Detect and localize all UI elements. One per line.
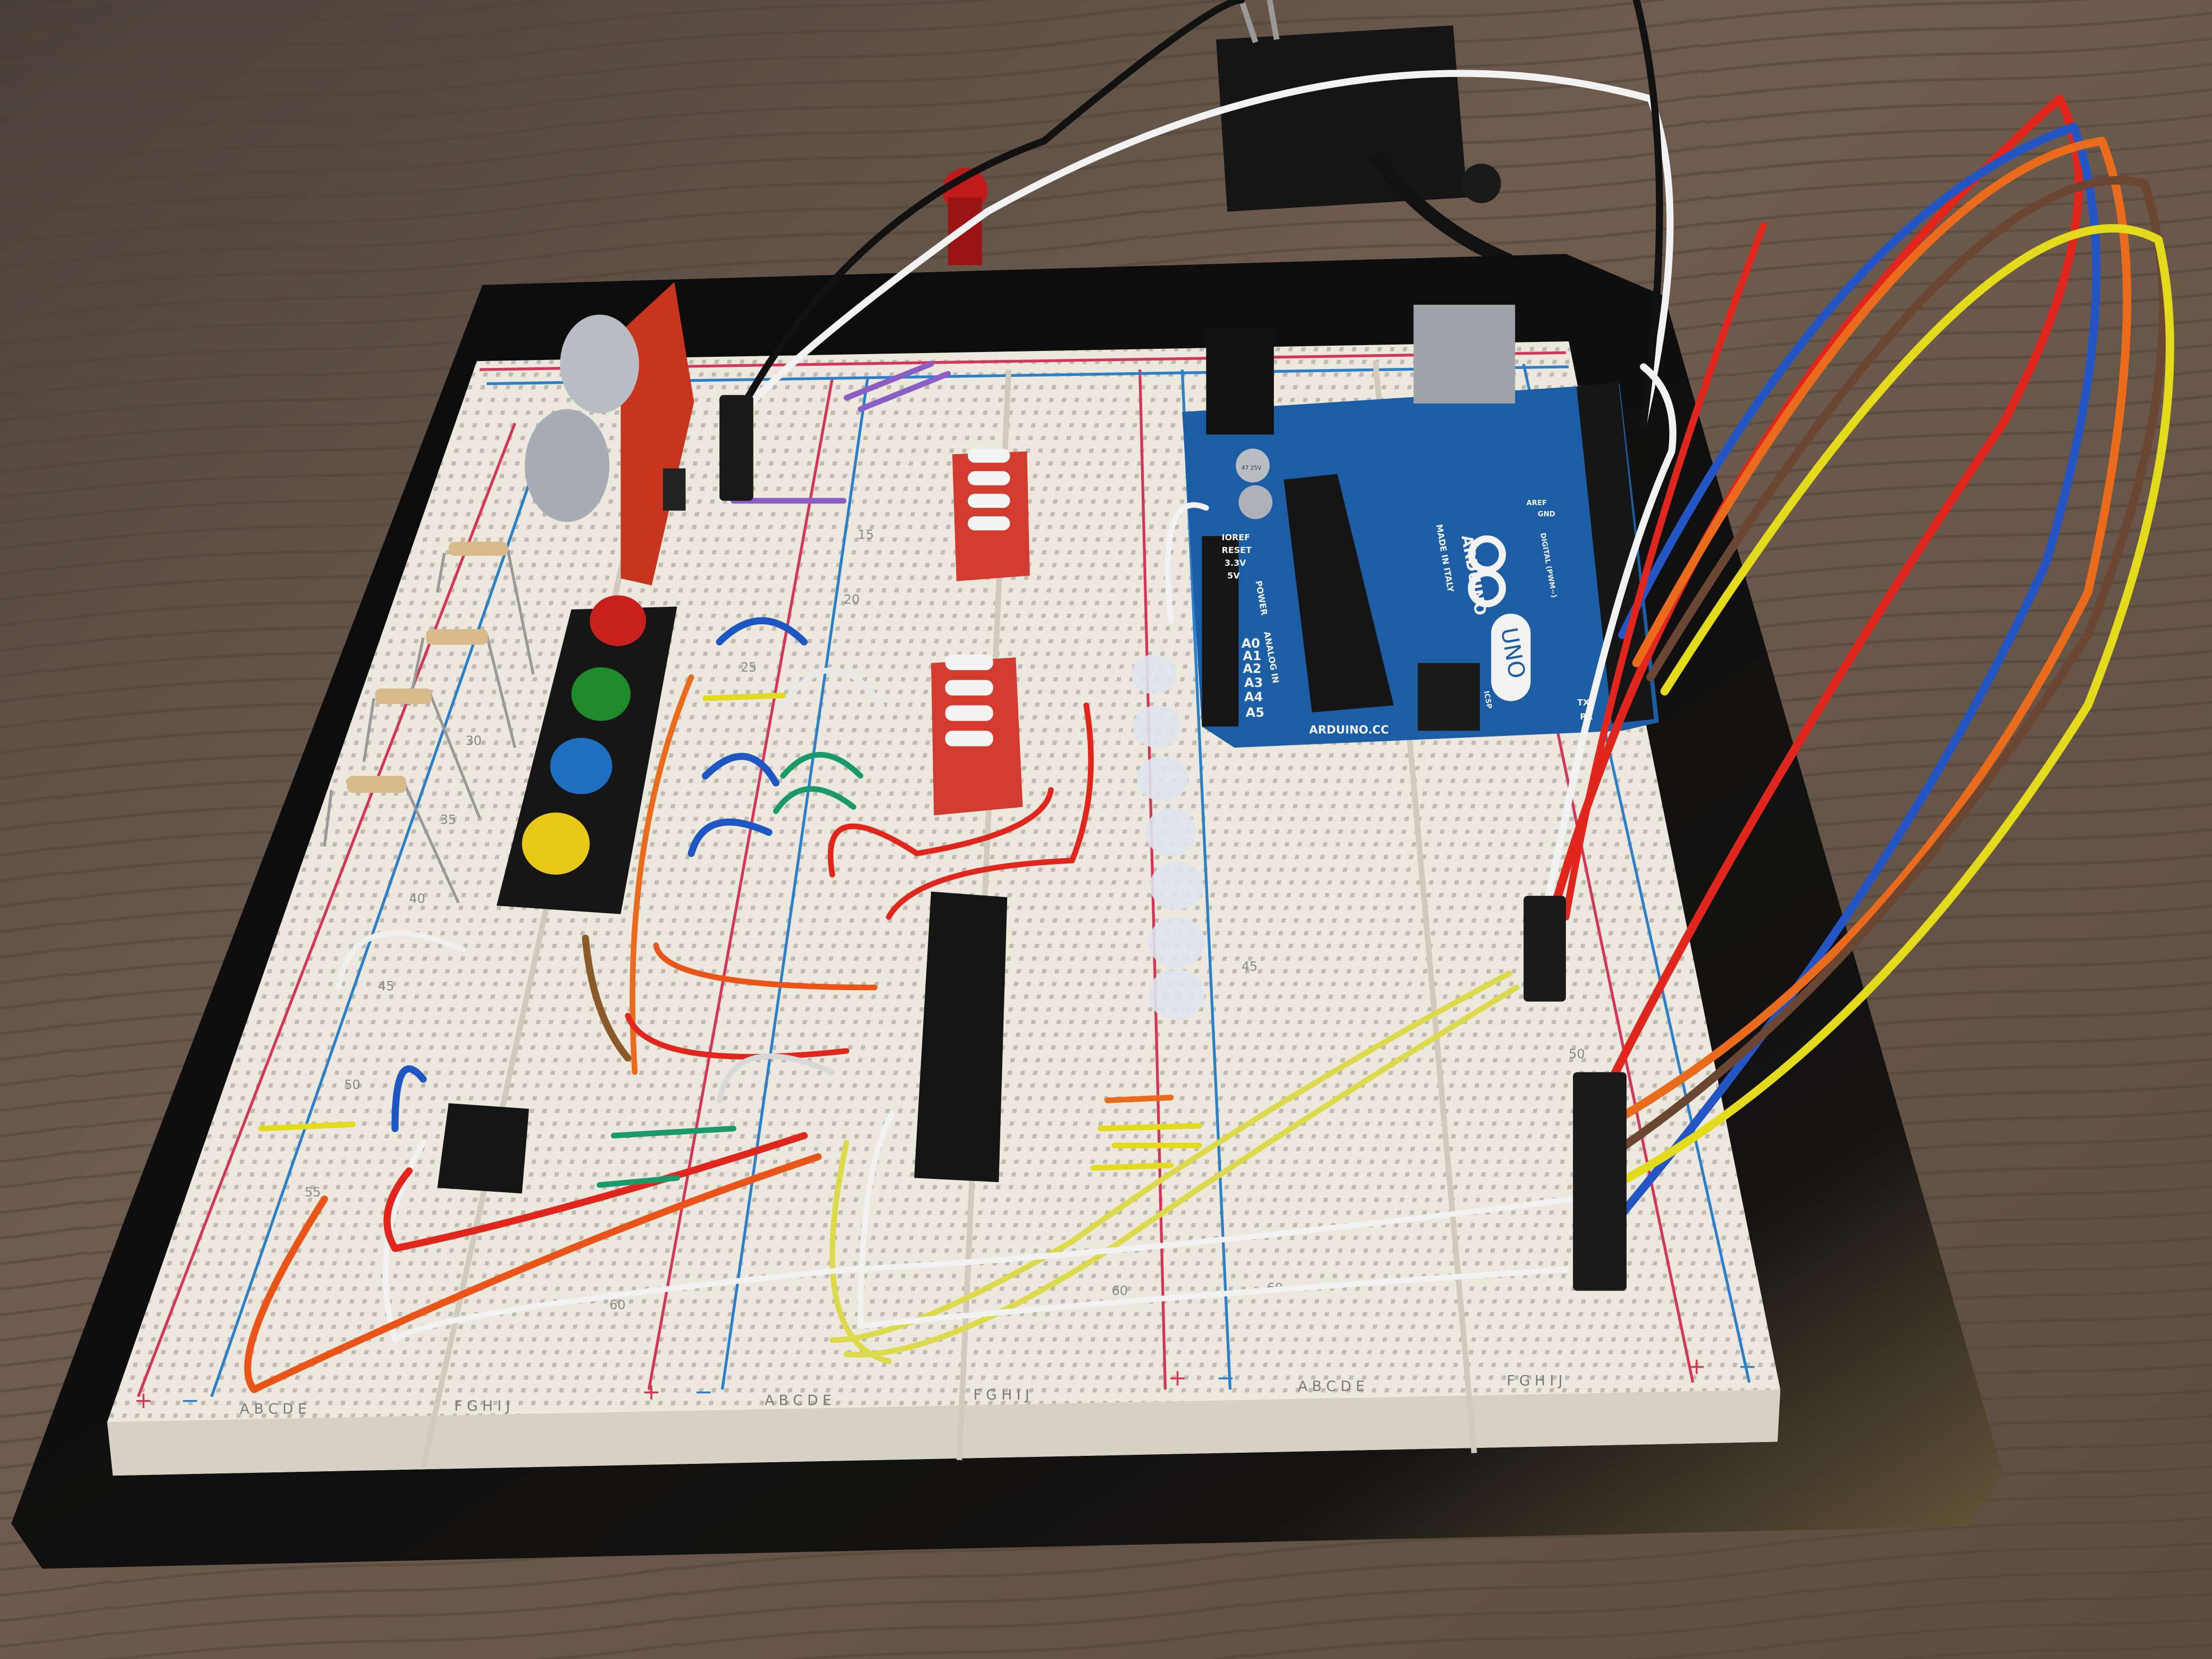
dip-switch [931, 655, 1023, 816]
header-digital [1576, 382, 1654, 724]
column-letters-left: A B C D E [240, 1401, 307, 1417]
row-number: 15 [858, 527, 874, 542]
capacitor [1236, 448, 1270, 483]
tx-label: TX [1577, 698, 1589, 708]
row-number: 45 [378, 978, 394, 993]
row-number: 40 [409, 891, 425, 906]
row-number: 60 [1112, 1284, 1128, 1298]
rail-minus-label: − [1738, 1354, 1757, 1380]
rail-plus-label: + [1168, 1365, 1187, 1391]
ultrasonic-sensor [524, 282, 694, 586]
row-number: 45 [1242, 959, 1258, 974]
rail-minus-label: − [694, 1379, 713, 1405]
rail-plus-label: + [642, 1379, 661, 1405]
header-power [1202, 536, 1239, 727]
row-number: 50 [344, 1077, 360, 1092]
analog-pin-a5: A5 [1246, 705, 1264, 720]
uno-badge [1491, 614, 1531, 701]
atmega-chip [1284, 474, 1394, 713]
website-label: ARDUINO.CC [1309, 724, 1389, 737]
aref-label: AREF [1527, 499, 1547, 507]
led-column [1131, 655, 1205, 1020]
rail-plus-label: + [1687, 1354, 1706, 1380]
capacitor [1238, 485, 1273, 520]
column-letters-right: F G H I J [1506, 1372, 1562, 1389]
column-letters-right: F G H I J [974, 1387, 1029, 1403]
usb-port [1413, 305, 1515, 404]
rail-minus-label: − [1216, 1365, 1235, 1391]
push-button-green[interactable] [571, 667, 631, 721]
rail-plus-label: + [134, 1388, 153, 1414]
analog-pin-a0: A0 [1242, 636, 1260, 651]
ic-chip-8pin [437, 1103, 529, 1194]
resistor-bodies [347, 541, 508, 793]
dupont-connectors [719, 395, 1627, 1291]
icsp-label: ICSP [1482, 690, 1493, 710]
dc-jack [1206, 327, 1274, 435]
analog-pin-a2: A2 [1243, 661, 1261, 676]
arduino-uno-board: UNO ARDUINO MADE IN ITALY ARDUINO.CC IOR… [1182, 305, 1659, 748]
analog-pin-a3: A3 [1244, 675, 1263, 690]
row-number: 55 [305, 1185, 321, 1200]
icsp-header [1418, 663, 1480, 731]
column-letters-left: A B C D E [1298, 1378, 1365, 1395]
gnd-label: GND [1538, 510, 1555, 518]
ic-chip-28pin [914, 891, 1008, 1183]
jumper-wires [244, 0, 2174, 1393]
column-letters-left: A B C D E [765, 1392, 832, 1409]
arduino-logo-icon [1468, 535, 1506, 608]
row-number: 60 [609, 1297, 625, 1312]
push-buttons [496, 595, 677, 915]
dip-switch [952, 448, 1030, 582]
power-pin-5v: 5V [1227, 571, 1240, 581]
analog-pin-a1: A1 [1243, 649, 1261, 664]
row-number: 20 [844, 592, 860, 607]
column-letters-right: F G H I J [454, 1398, 510, 1414]
binding-post-black [1461, 163, 1501, 204]
push-button-yellow[interactable] [522, 812, 590, 875]
power-pin-reset: RESET [1222, 545, 1252, 555]
capacitor-rating: 47 25V [1242, 464, 1262, 471]
power-pin-ioref: IOREF [1222, 532, 1250, 542]
push-button-red[interactable] [589, 595, 647, 647]
row-number: 30 [466, 733, 482, 748]
analog-pin-a4: A4 [1244, 690, 1263, 705]
on-led-label: ON [1507, 676, 1518, 690]
row-number: 35 [440, 812, 456, 827]
row-number: 25 [741, 660, 757, 675]
push-button-blue[interactable] [550, 738, 613, 794]
power-pin-3v3: 3.3V [1225, 558, 1246, 568]
rail-minus-label: − [181, 1388, 200, 1414]
row-number: 50 [1569, 1046, 1585, 1061]
